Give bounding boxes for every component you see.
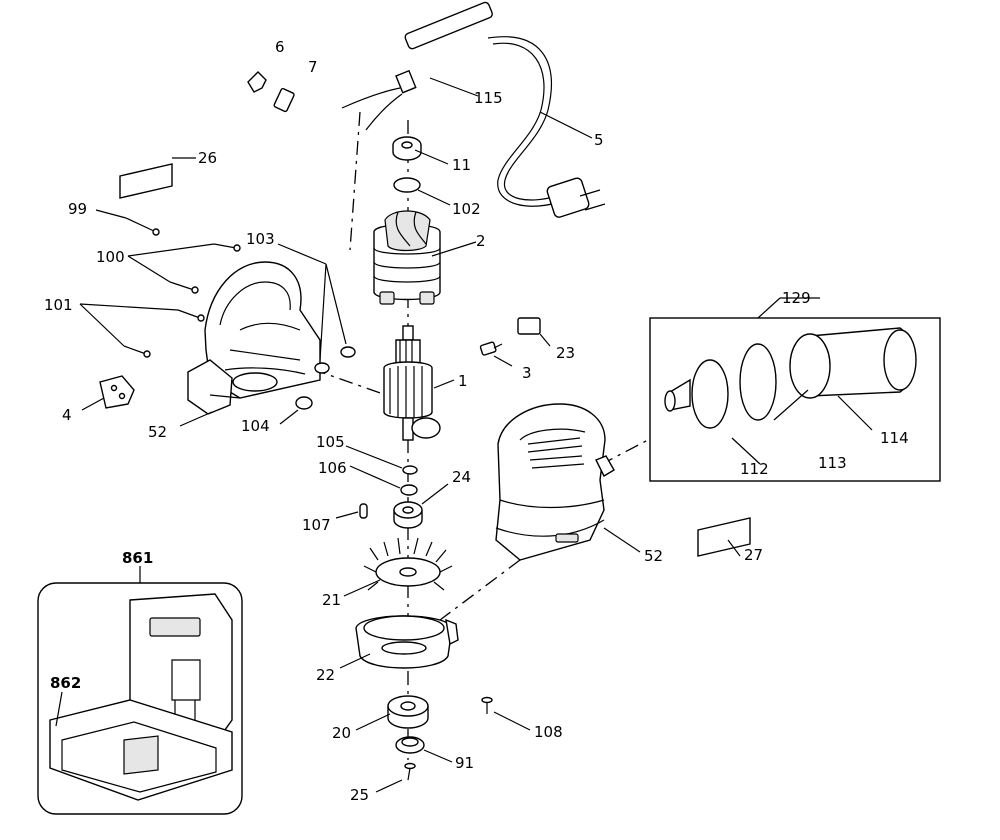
label-113: 113: [818, 454, 847, 472]
label-862: 862: [50, 674, 81, 692]
power-cord: [341, 1, 606, 218]
field-assembly: [373, 210, 441, 305]
assembly-line-wires: [349, 111, 361, 251]
label-101: 101: [44, 296, 73, 314]
screw-108: [481, 696, 493, 714]
screw-100-b: [169, 281, 199, 294]
label-3: 3: [522, 364, 532, 382]
label-22: 22: [316, 666, 335, 684]
bearing-11: [392, 136, 422, 161]
label-7: 7: [308, 58, 318, 76]
retaining-ring-105: [402, 465, 418, 475]
label-104: 104: [241, 417, 270, 435]
carbon-brush-3: [479, 341, 503, 356]
fan-21: [363, 537, 453, 591]
label-52-left: 52: [148, 423, 167, 441]
screw-100-a: [213, 243, 241, 252]
label-1: 1: [458, 372, 468, 390]
label-91: 91: [455, 754, 474, 772]
wire-connector-7: [273, 87, 295, 113]
label-2: 2: [476, 232, 486, 250]
screw-99: [125, 217, 160, 236]
label-11: 11: [452, 156, 471, 174]
dust-collector-kit-129: [649, 317, 941, 482]
sander-housing-assembled: [495, 403, 615, 561]
label-plate-26: [119, 163, 173, 199]
label-6: 6: [275, 38, 285, 56]
label-20: 20: [332, 724, 351, 742]
label-4: 4: [62, 406, 72, 424]
switch-4: [99, 375, 135, 409]
screw-25: [404, 762, 416, 781]
housing-half-left: [187, 261, 321, 415]
shroud-22: [355, 615, 459, 669]
bearing-24: [393, 501, 423, 529]
label-103: 103: [246, 230, 275, 248]
label-25: 25: [350, 786, 369, 804]
label-27: 27: [744, 546, 763, 564]
leader-lines: [55, 77, 873, 793]
label-102: 102: [452, 200, 481, 218]
label-plate-27: [697, 517, 751, 557]
assembly-line-shroud: [439, 559, 521, 621]
label-112: 112: [740, 460, 769, 478]
label-129: 129: [782, 289, 811, 307]
bearing-20: [387, 695, 429, 729]
plug: [546, 177, 606, 218]
screw-101-a: [177, 309, 205, 322]
dust-port-adapter-112: [664, 359, 729, 429]
label-52-right: 52: [644, 547, 663, 565]
label-99: 99: [68, 200, 87, 218]
label-861: 861: [122, 549, 153, 567]
label-114: 114: [880, 429, 909, 447]
label-5: 5: [594, 131, 604, 149]
label-23: 23: [556, 344, 575, 362]
nut-104: [295, 396, 313, 410]
label-108: 108: [534, 723, 563, 741]
wire-connector-6: [247, 71, 267, 93]
pin-107: [359, 503, 368, 519]
label-107: 107: [302, 516, 331, 534]
label-115: 115: [474, 89, 503, 107]
filter-113: [739, 343, 777, 421]
screw-101-b: [123, 345, 151, 358]
label-106: 106: [318, 459, 347, 477]
label-21: 21: [322, 591, 341, 609]
armature: [383, 325, 441, 441]
label-100: 100: [96, 248, 125, 266]
carrying-case-861: [37, 582, 243, 815]
nut-91: [395, 736, 425, 754]
washer-106: [400, 484, 418, 496]
nut-103-a: [340, 346, 356, 358]
label-26: 26: [198, 149, 217, 167]
label-105: 105: [316, 433, 345, 451]
nut-103-b: [314, 362, 330, 374]
dust-canister-114: [789, 327, 917, 399]
brush-holder-23: [517, 317, 541, 335]
part-labels: 6 7 115 5 26 11 102 99 2 100 103 101 129…: [44, 38, 909, 804]
label-24: 24: [452, 468, 471, 486]
washer-102: [393, 177, 421, 193]
